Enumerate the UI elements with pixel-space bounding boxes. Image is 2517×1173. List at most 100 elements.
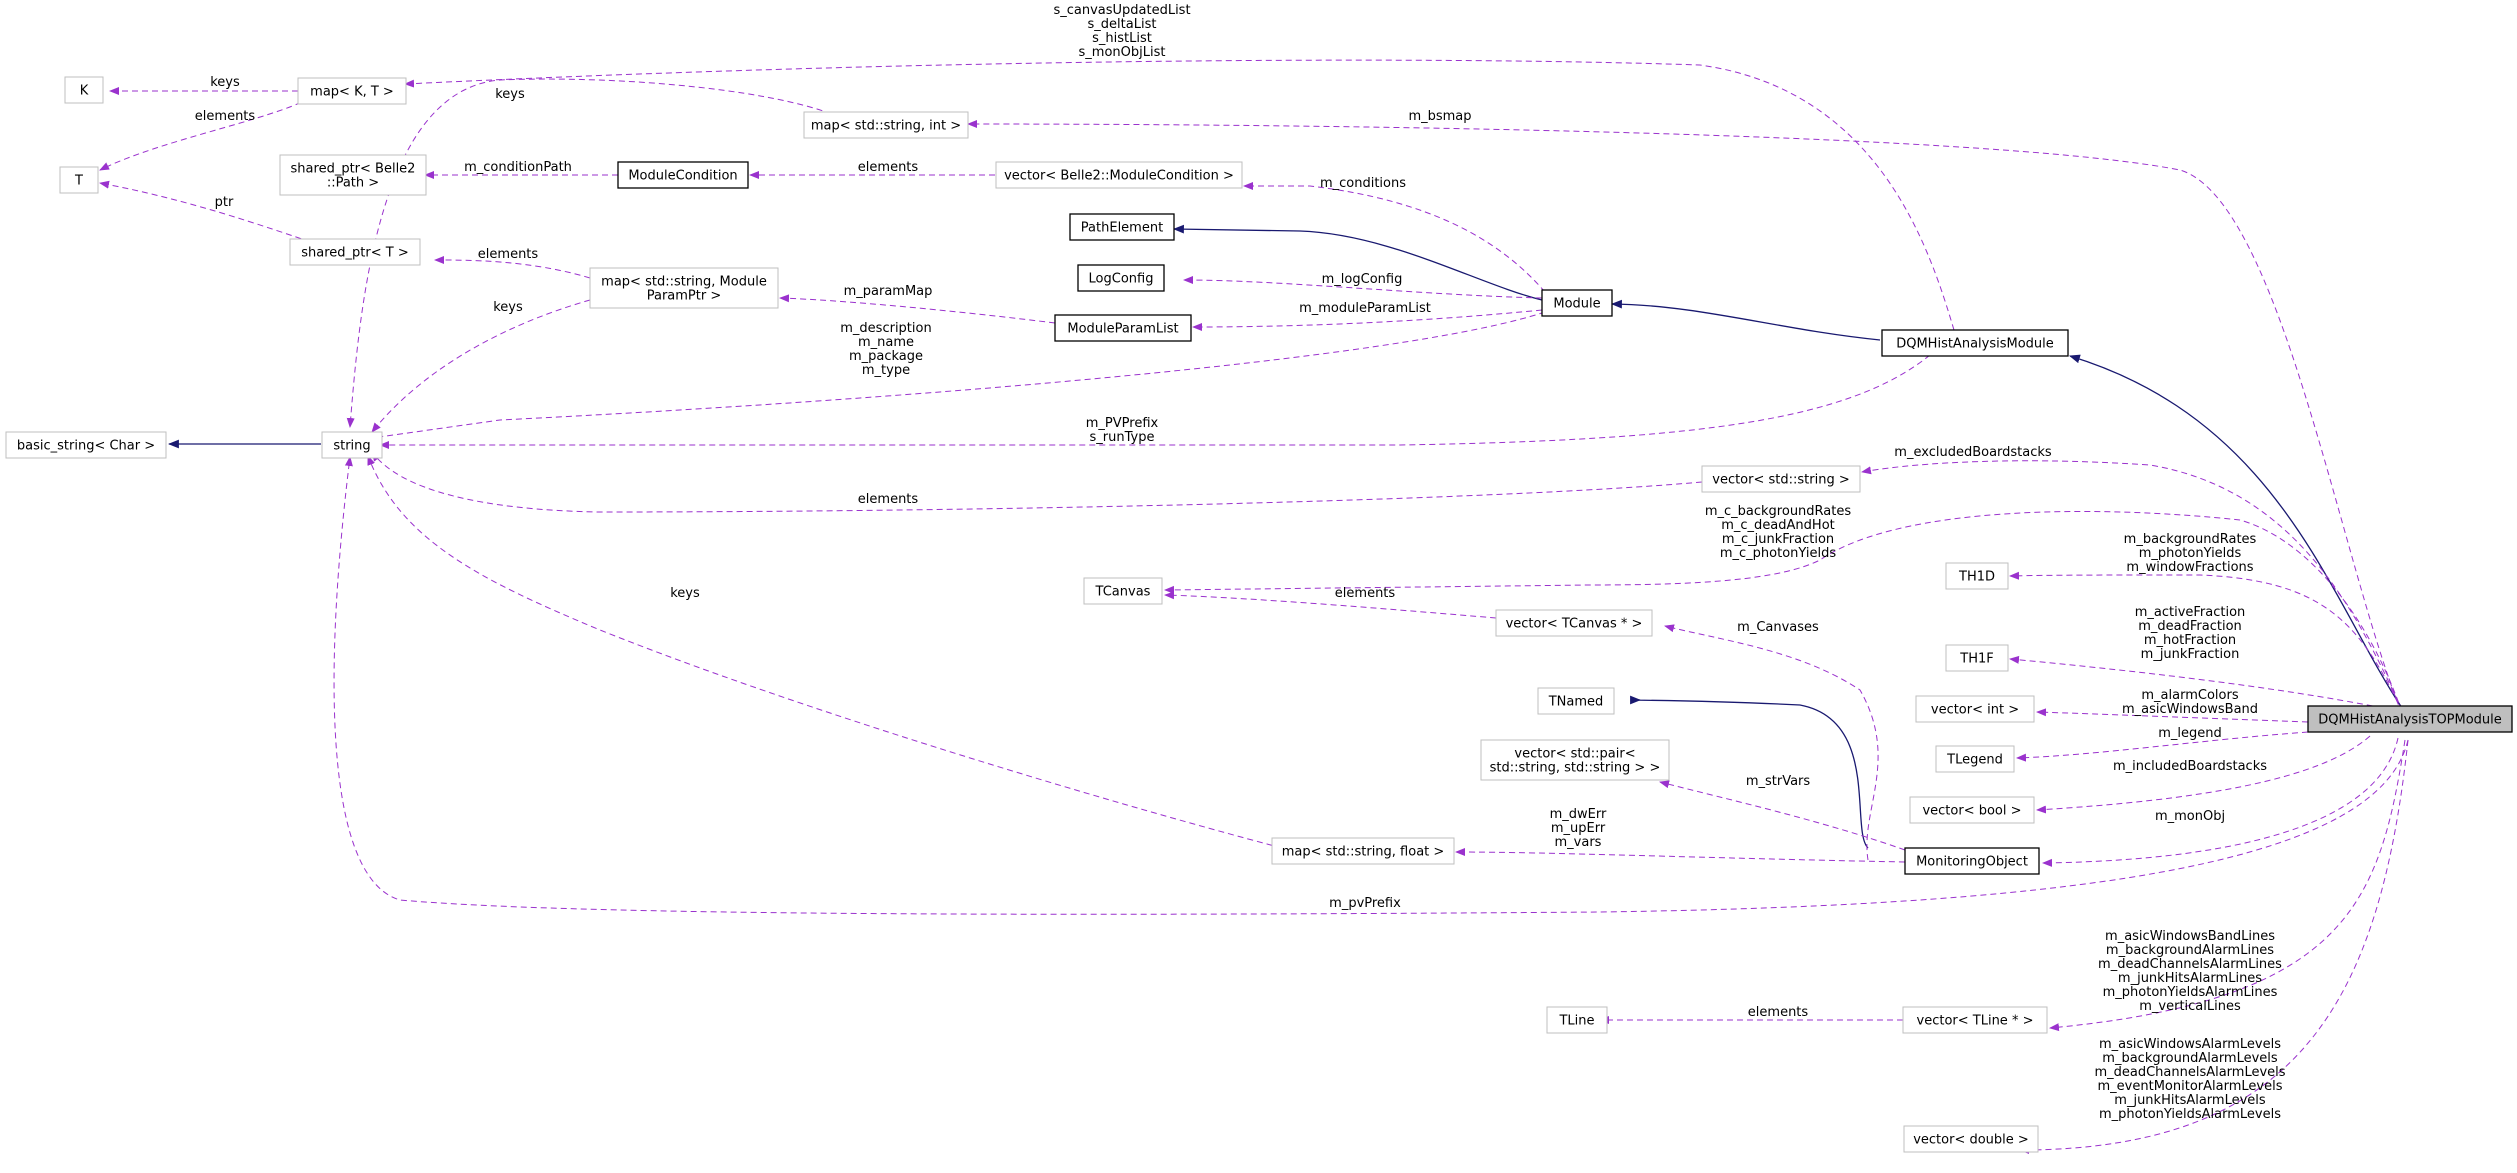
node-path-element[interactable]: PathElement <box>1069 213 1175 241</box>
node-box <box>289 238 421 266</box>
node-module-param-list[interactable]: ModuleParamList <box>1054 314 1192 342</box>
edge-module-to-module-param-list <box>1192 309 1543 331</box>
node-label: TLine <box>1558 1014 1594 1029</box>
edge-label-elements: elements <box>858 160 919 175</box>
node-label: basic_string< Char > <box>17 439 155 454</box>
node-t[interactable]: T <box>59 166 99 194</box>
edge-top-to-tlegend <box>2016 731 2309 762</box>
edge-label-m-conditions: m_conditions <box>1320 176 1406 191</box>
edge-top-to-vector-tline <box>2049 739 2406 1032</box>
edge-label-line: m_eventMonitorAlarmLevels <box>2098 1079 2283 1094</box>
node-basic-string[interactable]: basic_string< Char > <box>5 431 167 459</box>
edge-label-line: m_junkHitsAlarmLines <box>2118 971 2262 986</box>
edge-label-line: m_deadChannelsAlarmLevels <box>2094 1065 2285 1080</box>
node-module-condition[interactable]: ModuleCondition <box>617 161 749 189</box>
edge-label-m-excluded-boardstacks: m_excludedBoardstacks <box>1894 445 2052 460</box>
node-label: DQMHistAnalysisModule <box>1896 337 2054 352</box>
edge-label-line: m_windowFractions <box>2126 560 2253 575</box>
node-string[interactable]: string <box>321 431 383 459</box>
edge-label-line: m_c_deadAndHot <box>1721 518 1835 533</box>
node-dqm-hist-analysis-top-module[interactable]: DQMHistAnalysisTOPModule <box>2307 705 2513 733</box>
node-k[interactable]: K <box>64 76 104 104</box>
node-box <box>1271 837 1455 865</box>
node-map-k-t[interactable]: map< K, T > <box>297 77 407 105</box>
edge-map-param-to-shared-ptr-t <box>434 256 591 279</box>
node-vector-tline[interactable]: vector< TLine * > <box>1902 1006 2048 1034</box>
node-tline[interactable]: TLine <box>1546 1006 1608 1034</box>
edge-label-line: s_runType <box>1090 430 1155 445</box>
edge-label-line: m_pvPrefix <box>1329 896 1401 911</box>
node-box <box>1083 577 1163 605</box>
node-tlegend[interactable]: TLegend <box>1935 745 2015 773</box>
edge-label-line: m_backgroundAlarmLines <box>2106 943 2274 958</box>
edge-label-m-canvases: m_Canvases <box>1737 620 1819 635</box>
node-th1d[interactable]: TH1D <box>1945 562 2009 590</box>
edge-vector-string-to-string <box>371 451 1703 513</box>
edge-label-line: m_vars <box>1555 835 1602 850</box>
edge-label-line: m_monObj <box>2155 809 2225 824</box>
node-label: ::Path > <box>327 176 379 191</box>
edge-label-ptr: ptr <box>215 195 234 210</box>
node-label: string <box>333 439 370 454</box>
edge-map-kt-to-t <box>99 97 311 171</box>
node-vector-pair[interactable]: vector< std::pair<std::string, std::stri… <box>1480 739 1670 781</box>
edge-top-to-vector-double <box>2019 739 2409 1154</box>
node-dqm-hist-analysis-module[interactable]: DQMHistAnalysisModule <box>1881 329 2069 357</box>
node-vector-double[interactable]: vector< double > <box>1903 1125 2039 1153</box>
node-box <box>297 77 407 105</box>
node-vector-tcanvas[interactable]: vector< TCanvas * > <box>1495 609 1653 637</box>
edge-label-line: s_histList <box>1092 31 1152 46</box>
edge-label-line: m_conditions <box>1320 176 1406 191</box>
edge-label-line: elements <box>478 247 539 262</box>
edge-label-m-log-config: m_logConfig <box>1322 272 1403 287</box>
edge-label-m-bsmap: m_bsmap <box>1408 109 1471 124</box>
edge-label-line: ptr <box>215 195 234 210</box>
edge-label-line: m_legend <box>2158 726 2222 741</box>
node-map-string-float[interactable]: map< std::string, float > <box>1271 837 1455 865</box>
node-box <box>1904 847 2040 875</box>
edge-label-elements: elements <box>1335 586 1396 601</box>
node-vector-std-string[interactable]: vector< std::string > <box>1701 465 1861 493</box>
node-th1f[interactable]: TH1F <box>1945 644 2009 672</box>
node-tcanvas[interactable]: TCanvas <box>1083 577 1163 605</box>
edge-monitoring-to-map-float <box>1455 848 1906 863</box>
edge-path-element-to-module <box>1172 224 1543 301</box>
node-vector-module-condition[interactable]: vector< Belle2::ModuleCondition > <box>995 161 1243 189</box>
edge-label-line: m_logConfig <box>1322 272 1403 287</box>
node-label: K <box>80 84 89 99</box>
node-label: vector< TCanvas * > <box>1506 617 1643 632</box>
node-box <box>1909 796 2035 824</box>
node-module[interactable]: Module <box>1541 289 1613 317</box>
node-vector-bool[interactable]: vector< bool > <box>1909 796 2035 824</box>
node-shared-ptr-path[interactable]: shared_ptr< Belle2::Path > <box>279 154 427 196</box>
edge-top-to-vector-int <box>2036 708 2309 723</box>
edge-label-line: m_includedBoardstacks <box>2113 759 2267 774</box>
edge-label-line: s_deltaList <box>1088 17 1157 32</box>
nodes: K T map< K, T > shared_ptr< Belle2::Path… <box>5 76 2513 1153</box>
edge-label-line: m_dwErr <box>1550 807 1607 822</box>
edge-tnamed-to-monitoring-object <box>1630 695 1869 849</box>
edge-label-line: m_moduleParamList <box>1299 301 1431 316</box>
edge-label-keys: keys <box>210 75 240 90</box>
node-label: shared_ptr< T > <box>301 246 408 261</box>
node-shared-ptr-t[interactable]: shared_ptr< T > <box>289 238 421 266</box>
edge-label-line: m_deadChannelsAlarmLines <box>2098 957 2282 972</box>
node-tnamed[interactable]: TNamed <box>1537 687 1615 715</box>
edge-module-param-list-to-map-param <box>779 294 1056 324</box>
node-log-config[interactable]: LogConfig <box>1077 264 1165 292</box>
node-map-string-int[interactable]: map< std::string, int > <box>803 111 969 139</box>
edge-vector-tcanvas-to-tcanvas <box>1164 591 1497 619</box>
node-vector-int[interactable]: vector< int > <box>1915 695 2035 723</box>
node-label: T <box>74 174 83 189</box>
node-box <box>1902 1006 2048 1034</box>
node-box <box>1935 745 2015 773</box>
node-monitoring-object[interactable]: MonitoringObject <box>1904 847 2040 875</box>
edge-label-line: keys <box>670 586 700 601</box>
node-box <box>1546 1006 1608 1034</box>
edge-label-line: m_asicWindowsAlarmLevels <box>2099 1037 2281 1052</box>
